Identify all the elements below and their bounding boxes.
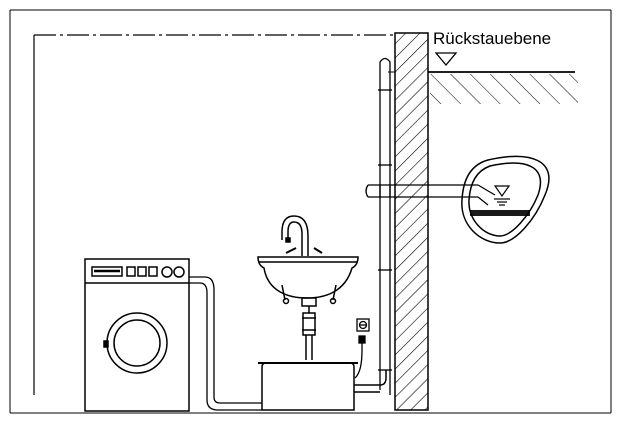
socket-icon: [354, 318, 370, 379]
ground-level: [388, 71, 578, 104]
outer-frame: [9, 9, 612, 414]
lifting-unit-icon: [258, 362, 387, 411]
washing-machine-icon: [84, 258, 190, 412]
riser-pipe: [378, 57, 392, 395]
washbasin-icon: [257, 215, 359, 360]
sewer-icon: [461, 155, 550, 244]
washer-drain-hose: [189, 276, 262, 411]
room-outline: [33, 34, 395, 395]
discharge-pipe: [365, 184, 496, 206]
backflow-level-label: Rückstauebene: [433, 29, 552, 48]
exterior-wall: [394, 32, 429, 411]
backflow-level-marker: [434, 52, 458, 67]
water-level-icon: [493, 185, 511, 206]
